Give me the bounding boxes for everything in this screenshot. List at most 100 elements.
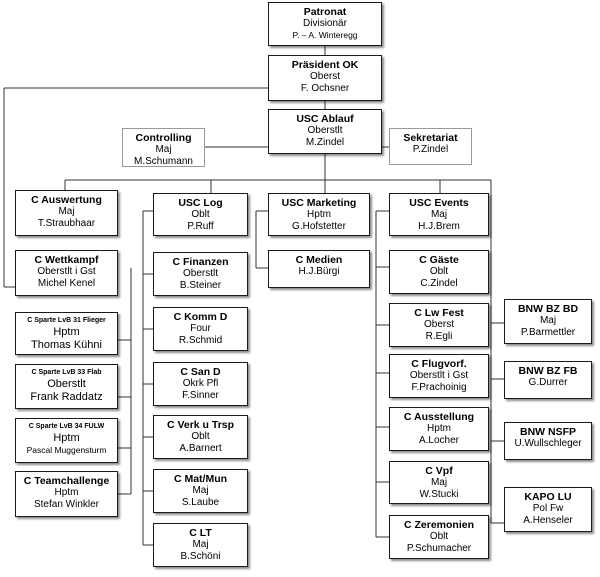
controlling-name: M.Schumann: [134, 155, 193, 167]
c-sparte-31-title: C Sparte LvB 31 Flieger: [27, 317, 106, 324]
c-zeremonien-box: C Zeremonien Oblt P.Schumacher: [389, 515, 489, 559]
bnw-nsfp-title: BNW NSFP: [520, 426, 576, 438]
usc-marketing-title: USC Marketing: [281, 197, 357, 209]
c-sparte-34-name: Pascal Muggensturm: [26, 445, 107, 455]
c-san-d-title: C San D: [180, 366, 221, 378]
c-sparte-34-box: C Sparte LvB 34 FULW Hptm Pascal Muggens…: [15, 418, 118, 463]
c-sparte-31-rank: Hptm: [53, 326, 80, 338]
bnw-bz-fb-name: G.Durrer: [528, 377, 568, 388]
bnw-bz-bd-rank: Maj: [539, 315, 557, 326]
c-lw-fest-name: R.Egli: [425, 330, 453, 342]
c-sparte-31-box: C Sparte LvB 31 Flieger Hptm Thomas Kühn…: [15, 312, 118, 355]
c-auswertung-name: T.Straubhaar: [37, 217, 96, 229]
c-gaeste-title: C Gäste: [419, 254, 459, 266]
bnw-bz-bd-box: BNW BZ BD Maj P.Barmettler: [504, 299, 592, 344]
c-mat-mun-title: C Mat/Mun: [173, 473, 228, 485]
usc-marketing-box: USC Marketing Hptm G.Hofstetter: [268, 193, 370, 236]
c-lw-fest-box: C Lw Fest Oberst R.Egli: [389, 303, 489, 347]
usc-log-box: USC Log Oblt P.Ruff: [153, 193, 248, 236]
c-auswertung-title: C Auswertung: [31, 194, 102, 206]
c-lt-title: C LT: [189, 527, 212, 539]
c-flugvorf-rank: Oberstlt i Gst: [409, 370, 469, 381]
sekretariat-box: Sekretariat P.Zindel: [389, 128, 472, 165]
usc-log-name: P.Ruff: [187, 220, 214, 232]
c-wettkampf-rank: Oberstlt i Gst: [37, 266, 96, 277]
usc-events-title: USC Events: [409, 197, 469, 209]
c-zeremonien-name: P.Schumacher: [406, 542, 472, 554]
c-teamchallenge-name: Stefan Winkler: [33, 498, 100, 510]
c-ausstellung-name: A.Locher: [418, 434, 460, 446]
c-mat-mun-name: S.Laube: [181, 496, 220, 508]
c-verk-u-trsp-rank: Oblt: [191, 431, 210, 442]
bnw-nsfp-box: BNW NSFP U.Wullschleger: [504, 422, 592, 460]
bnw-bz-fb-box: BNW BZ FB G.Durrer: [504, 361, 592, 399]
c-san-d-rank: Okrk Pfl: [182, 378, 219, 389]
c-finanzen-rank: Oberstlt: [182, 268, 218, 279]
c-zeremonien-rank: Oblt: [429, 531, 449, 542]
c-ausstellung-rank: Hptm: [427, 423, 451, 434]
bnw-nsfp-name: U.Wullschleger: [514, 438, 582, 449]
controlling-rank: Maj: [155, 144, 172, 155]
usc-ablauf-rank: Oberstlt: [307, 125, 343, 136]
patronat-box: Patronat Divisionär P. – A. Winteregg: [268, 2, 382, 46]
c-lt-rank: Maj: [192, 539, 209, 550]
c-sparte-31-name: Thomas Kühni: [31, 339, 102, 351]
c-mat-mun-rank: Maj: [192, 485, 209, 496]
kapo-lu-title: KAPO LU: [524, 491, 572, 503]
c-san-d-name: F.Sinner: [182, 389, 219, 401]
c-sparte-34-rank: Hptm: [53, 432, 80, 444]
c-sparte-34-title: C Sparte LvB 34 FULW: [28, 423, 105, 430]
c-san-d-box: C San D Okrk Pfl F.Sinner: [153, 362, 248, 406]
bnw-bz-fb-title: BNW BZ FB: [518, 365, 578, 377]
c-medien-title: C Medien: [295, 254, 343, 266]
c-wettkampf-title: C Wettkampf: [34, 254, 99, 266]
c-komm-d-title: C Komm D: [173, 311, 228, 323]
c-ausstellung-box: C Ausstellung Hptm A.Locher: [389, 407, 489, 451]
usc-log-rank: Oblt: [191, 209, 210, 220]
c-flugvorf-name: F.Prachoinig: [411, 381, 467, 393]
usc-events-box: USC Events Maj H.J.Brem: [389, 193, 489, 236]
c-flugvorf-title: C Flugvorf.: [411, 358, 467, 370]
c-sparte-33-title: C Sparte LvB 33 Flab: [31, 369, 102, 376]
c-finanzen-box: C Finanzen Oberstlt B.Steiner: [153, 252, 248, 296]
sekretariat-title: Sekretariat: [403, 132, 458, 144]
usc-marketing-name: G.Hofstetter: [292, 220, 346, 232]
usc-ablauf-box: USC Ablauf Oberstlt M.Zindel: [268, 109, 382, 154]
c-flugvorf-box: C Flugvorf. Oberstlt i Gst F.Prachoinig: [389, 354, 489, 398]
c-gaeste-box: C Gäste Oblt C.Zindel: [389, 250, 489, 294]
c-auswertung-box: C Auswertung Maj T.Straubhaar: [15, 190, 118, 236]
c-finanzen-name: B.Steiner: [179, 279, 222, 291]
patronat-rank: Divisionär: [303, 18, 347, 29]
usc-events-name: H.J.Brem: [418, 220, 460, 232]
sekretariat-name: P.Zindel: [412, 144, 449, 155]
c-zeremonien-title: C Zeremonien: [403, 519, 474, 531]
c-verk-u-trsp-box: C Verk u Trsp Oblt A.Barnert: [153, 415, 248, 459]
usc-events-rank: Maj: [430, 209, 448, 220]
c-vpf-name: W.Stucki: [419, 488, 459, 500]
c-sparte-33-rank: Oberstlt: [47, 378, 86, 390]
kapo-lu-rank: Pol Fw: [532, 503, 564, 514]
patronat-title: Patronat: [303, 6, 347, 18]
praesident-ok-box: Präsident OK Oberst F. Ochsner: [268, 55, 382, 101]
c-medien-box: C Medien H.J.Bürgi: [268, 250, 370, 288]
c-mat-mun-box: C Mat/Mun Maj S.Laube: [153, 469, 248, 513]
c-komm-d-rank: Four: [190, 323, 211, 334]
c-sparte-33-box: C Sparte LvB 33 Flab Oberstlt Frank Radd…: [15, 364, 118, 409]
praesident-ok-name: F. Ochsner: [300, 82, 350, 94]
c-ausstellung-title: C Ausstellung: [403, 411, 475, 423]
c-vpf-rank: Maj: [430, 477, 448, 488]
c-wettkampf-box: C Wettkampf Oberstlt i Gst Michel Kenel: [15, 250, 118, 296]
patronat-name: P. – A. Winteregg: [292, 29, 358, 40]
c-vpf-title: C Vpf: [425, 465, 453, 477]
bnw-bz-bd-title: BNW BZ BD: [517, 303, 579, 315]
controlling-title: Controlling: [135, 132, 192, 144]
c-lt-box: C LT Maj B.Schöni: [153, 523, 248, 567]
c-verk-u-trsp-name: A.Barnert: [179, 442, 222, 454]
c-teamchallenge-box: C Teamchallenge Hptm Stefan Winkler: [15, 471, 118, 517]
c-auswertung-rank: Maj: [58, 206, 75, 217]
c-vpf-box: C Vpf Maj W.Stucki: [389, 461, 489, 504]
c-teamchallenge-title: C Teamchallenge: [23, 475, 110, 487]
c-gaeste-rank: Oblt: [429, 266, 449, 277]
c-lw-fest-rank: Oberst: [423, 319, 454, 330]
